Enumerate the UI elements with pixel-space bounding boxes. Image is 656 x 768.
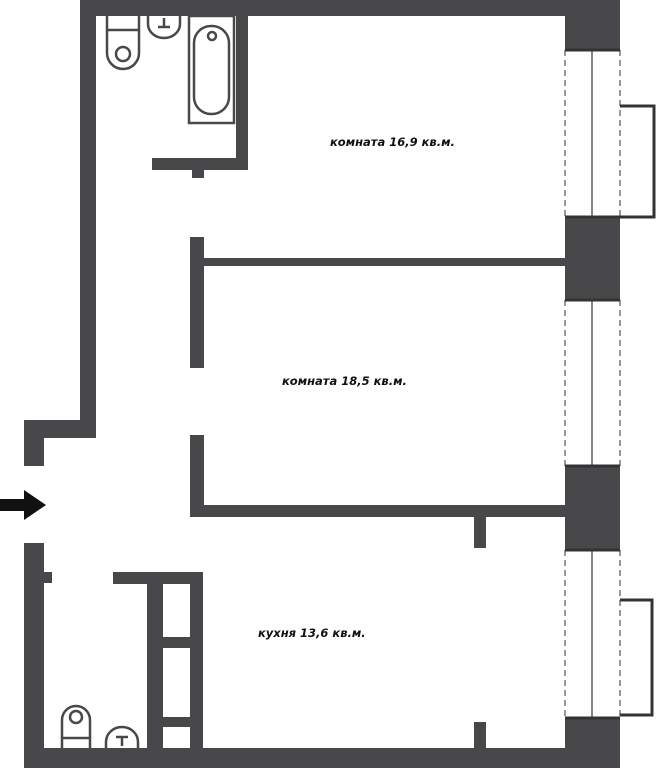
sink-bottom	[104, 725, 140, 748]
toilet-top	[105, 16, 141, 71]
bathtub	[187, 14, 236, 125]
windows	[564, 48, 621, 720]
balconies	[620, 104, 656, 717]
room-label-2: комната 18,5 кв.м.	[282, 374, 407, 388]
arrow-right-icon	[0, 490, 46, 520]
room-label-1: комната 16,9 кв.м.	[330, 135, 455, 149]
sink-top	[146, 16, 182, 40]
walls	[24, 0, 620, 768]
kitchen-label: кухня 13,6 кв.м.	[258, 626, 366, 640]
toilet-bottom	[60, 704, 92, 748]
